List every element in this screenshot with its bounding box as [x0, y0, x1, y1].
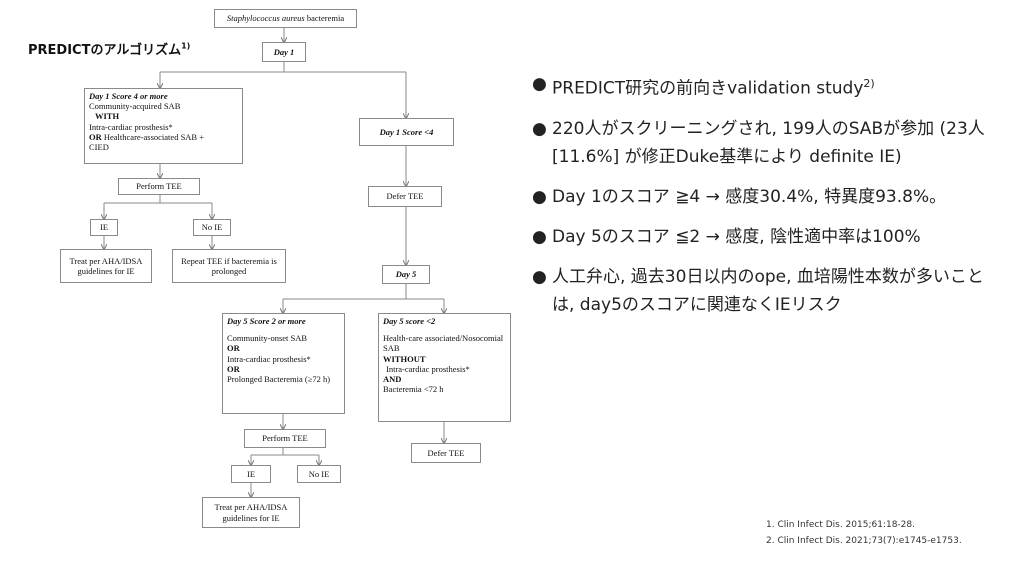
bullet-item: ● PREDICT研究の前向きvalidation study2) [532, 70, 1002, 103]
d5-high-line4: OR [227, 363, 240, 374]
bullet-icon: ● [532, 186, 547, 207]
d5-low-heading: Day 5 score <2 [383, 316, 436, 326]
repeat-tee-box: Repeat TEE if bacteremia is prolonged [172, 249, 286, 283]
day1-box: Day 1 [262, 42, 306, 62]
start-organism: Staphylococcus aureus [226, 13, 305, 24]
perform-tee-label-2: Perform TEE [262, 433, 308, 444]
day5-box: Day 5 [382, 265, 430, 284]
d1-high-line2: WITH [95, 111, 120, 122]
perform-tee-box-1: Perform TEE [118, 178, 200, 195]
bullet-item: ● 220人がスクリーニングされ, 199人のSABが参加 (23人 [11.6… [532, 115, 1002, 171]
d1-low-label: Day 1 Score <4 [379, 126, 434, 137]
d5-high-line3: Intra-cardiac prosthesis* [227, 353, 311, 364]
perform-tee-box-2: Perform TEE [244, 429, 326, 448]
day5-label: Day 5 [395, 269, 417, 280]
reference-item: 2. Clin Infect Dis. 2021;73(7):e1745-e17… [766, 536, 962, 546]
bullet-text: PREDICT研究の前向きvalidation study [552, 78, 864, 99]
bullet-icon: ● [532, 74, 547, 94]
d1-high-line4: Healthcare-associated SAB + [101, 131, 205, 142]
slide-title: PREDICTのアルゴリズム1) [28, 39, 190, 58]
d1-high-line3: Intra-cardiac prosthesis* [89, 121, 173, 132]
bullet-icon: ● [532, 266, 547, 287]
start-rest: bacteremia [304, 13, 345, 24]
ie-label-1: IE [99, 222, 109, 233]
no-ie-label-2: No IE [308, 468, 330, 479]
day1-label: Day 1 [273, 46, 295, 57]
d5-high-line2: OR [227, 343, 240, 354]
no-ie-label-1: No IE [201, 222, 223, 233]
bullet-icon: ● [532, 226, 547, 247]
d5-low-line3: Intra-cardiac prosthesis* [386, 363, 470, 374]
d5-low-line5: Bacteremia <72 h [383, 384, 444, 395]
bullet-icon: ● [532, 118, 547, 139]
no-ie-box-1: No IE [193, 219, 231, 236]
bullet-item: ● 人工弁心, 過去30日以内のope, 血培陽性本数が多いことは, day5の… [532, 263, 1002, 319]
d5-low-line1: Health-care associated/Nosocomial SAB [383, 333, 504, 354]
defer-tee-label-1: Defer TEE [386, 191, 424, 202]
bullet-item: ● Day 5のスコア ≦2 → 感度, 陰性適中率は100% [532, 223, 1002, 251]
bullet-list: ● PREDICT研究の前向きvalidation study2) ● 220人… [532, 70, 1002, 331]
d5-high-line1: Community-onset SAB [227, 333, 308, 344]
bullet-item: ● Day 1のスコア ≧4 → 感度30.4%, 特異度93.8%。 [532, 183, 1002, 211]
no-ie-box-2: No IE [297, 465, 341, 483]
d5-high-line5: Prolonged Bacteremia (≥72 h) [227, 373, 331, 384]
d1-high-line5: CIED [89, 141, 109, 152]
treat-label-2: Treat per AHA/IDSA guidelines for IE [214, 502, 288, 523]
bullet-ref: 2) [863, 77, 875, 90]
day1-score-high-box: Day 1 Score 4 or more Community-acquired… [84, 88, 243, 164]
d1-high-or: OR [89, 131, 102, 142]
treat-box-1: Treat per AHA/IDSA guidelines for IE [60, 249, 152, 283]
defer-tee-box-2: Defer TEE [411, 443, 481, 463]
defer-tee-label-2: Defer TEE [427, 447, 465, 458]
treat-box-2: Treat per AHA/IDSA guidelines for IE [202, 497, 300, 528]
reference-list: 1. Clin Infect Dis. 2015;61:18-28. 2. Cl… [766, 517, 962, 549]
ie-label-2: IE [246, 468, 256, 479]
perform-tee-label-1: Perform TEE [136, 181, 182, 192]
day1-score-low-box: Day 1 Score <4 [359, 118, 454, 146]
ie-box-2: IE [231, 465, 271, 483]
start-box: Staphylococcus aureus bacteremia [214, 9, 357, 28]
d5-high-heading: Day 5 Score 2 or more [227, 316, 306, 326]
bullet-text: 人工弁心, 過去30日以内のope, 血培陽性本数が多いことは, day5のスコ… [552, 266, 984, 315]
slide-title-text: PREDICTのアルゴリズム [28, 43, 182, 58]
d5-low-line4: AND [383, 373, 402, 384]
bullet-text: Day 1のスコア ≧4 → 感度30.4%, 特異度93.8%。 [552, 186, 947, 207]
d5-low-line2: WITHOUT [383, 353, 426, 364]
defer-tee-box-1: Defer TEE [368, 186, 442, 207]
d1-high-heading: Day 1 Score 4 or more [89, 91, 168, 101]
day5-score-high-box: Day 5 Score 2 or more Community-onset SA… [222, 313, 345, 414]
day5-score-low-box: Day 5 score <2 Health-care associated/No… [378, 313, 511, 422]
d1-high-line1: Community-acquired SAB [89, 101, 181, 112]
bullet-text: Day 5のスコア ≦2 → 感度, 陰性適中率は100% [552, 226, 921, 247]
ie-box-1: IE [90, 219, 118, 236]
slide-title-ref: 1) [181, 41, 191, 51]
reference-item: 1. Clin Infect Dis. 2015;61:18-28. [766, 520, 915, 530]
repeat-tee-label: Repeat TEE if bacteremia is prolonged [181, 255, 277, 276]
treat-label-1: Treat per AHA/IDSA guidelines for IE [69, 255, 143, 276]
bullet-text: 220人がスクリーニングされ, 199人のSABが参加 (23人 [11.6%]… [552, 118, 985, 167]
